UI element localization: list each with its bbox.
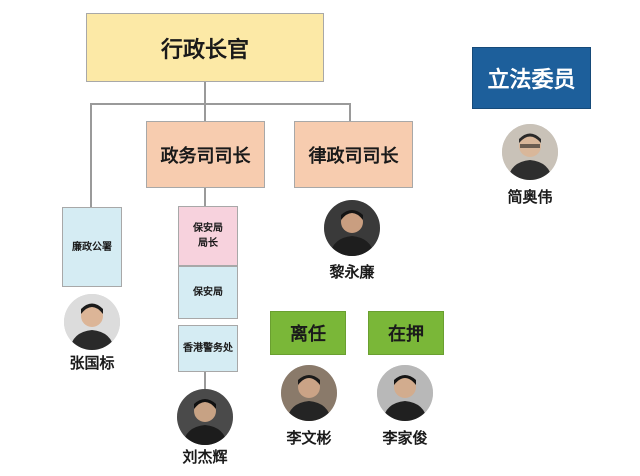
security-bureau-label: 保安局	[193, 287, 223, 298]
avatar-li-jiajun	[377, 365, 433, 421]
chief-executive-box: 行政长官	[86, 13, 324, 82]
connector-top	[204, 82, 206, 104]
police-label: 香港警务处	[183, 343, 233, 354]
connector-horizontal	[90, 103, 351, 105]
name-li-yongqian: 黎永廉	[329, 263, 375, 281]
avatar-li-wenbin	[281, 365, 337, 421]
name-li-jiajun: 李家俊	[382, 429, 428, 447]
secretary-justice-label: 律政司司长	[308, 145, 399, 167]
name-jian-aowei: 简奥伟	[507, 188, 553, 206]
name-zhang-guobiao: 张国标	[69, 354, 115, 372]
avatar-zhang-guobiao	[64, 294, 120, 350]
name-liu-jiehui: 刘杰辉	[182, 448, 228, 466]
connector-icac	[90, 103, 92, 207]
connector-security	[204, 188, 206, 206]
secretary-justice-box: 律政司司长	[294, 121, 413, 188]
icac-label: 廉政公署	[72, 241, 112, 253]
resigned-box: 离任	[270, 311, 346, 355]
connector-justice	[349, 103, 351, 121]
detained-box: 在押	[368, 311, 444, 355]
chief-secretary-box: 政务司司长	[146, 121, 265, 188]
security-bureau-box: 保安局	[178, 266, 238, 319]
chief-executive-label: 行政长官	[160, 37, 249, 63]
connector-police-to-person	[204, 372, 206, 390]
security-secretary-label: 保安局 局长	[193, 223, 223, 249]
detained-label: 在押	[388, 324, 424, 345]
avatar-jian-aowei	[502, 124, 558, 180]
icac-box: 廉政公署	[62, 207, 122, 287]
legislator-box: 立法委员	[472, 47, 591, 109]
police-box: 香港警务处	[178, 325, 238, 372]
connector-chief-secretary	[204, 103, 206, 121]
chief-secretary-label: 政务司司长	[160, 145, 251, 167]
name-li-wenbin: 李文彬	[286, 429, 332, 447]
resigned-label: 离任	[290, 324, 326, 345]
legislator-label: 立法委员	[487, 68, 576, 93]
security-secretary-box: 保安局 局长	[178, 206, 238, 266]
avatar-li-yongqian	[324, 200, 380, 256]
avatar-liu-jiehui	[177, 389, 233, 445]
